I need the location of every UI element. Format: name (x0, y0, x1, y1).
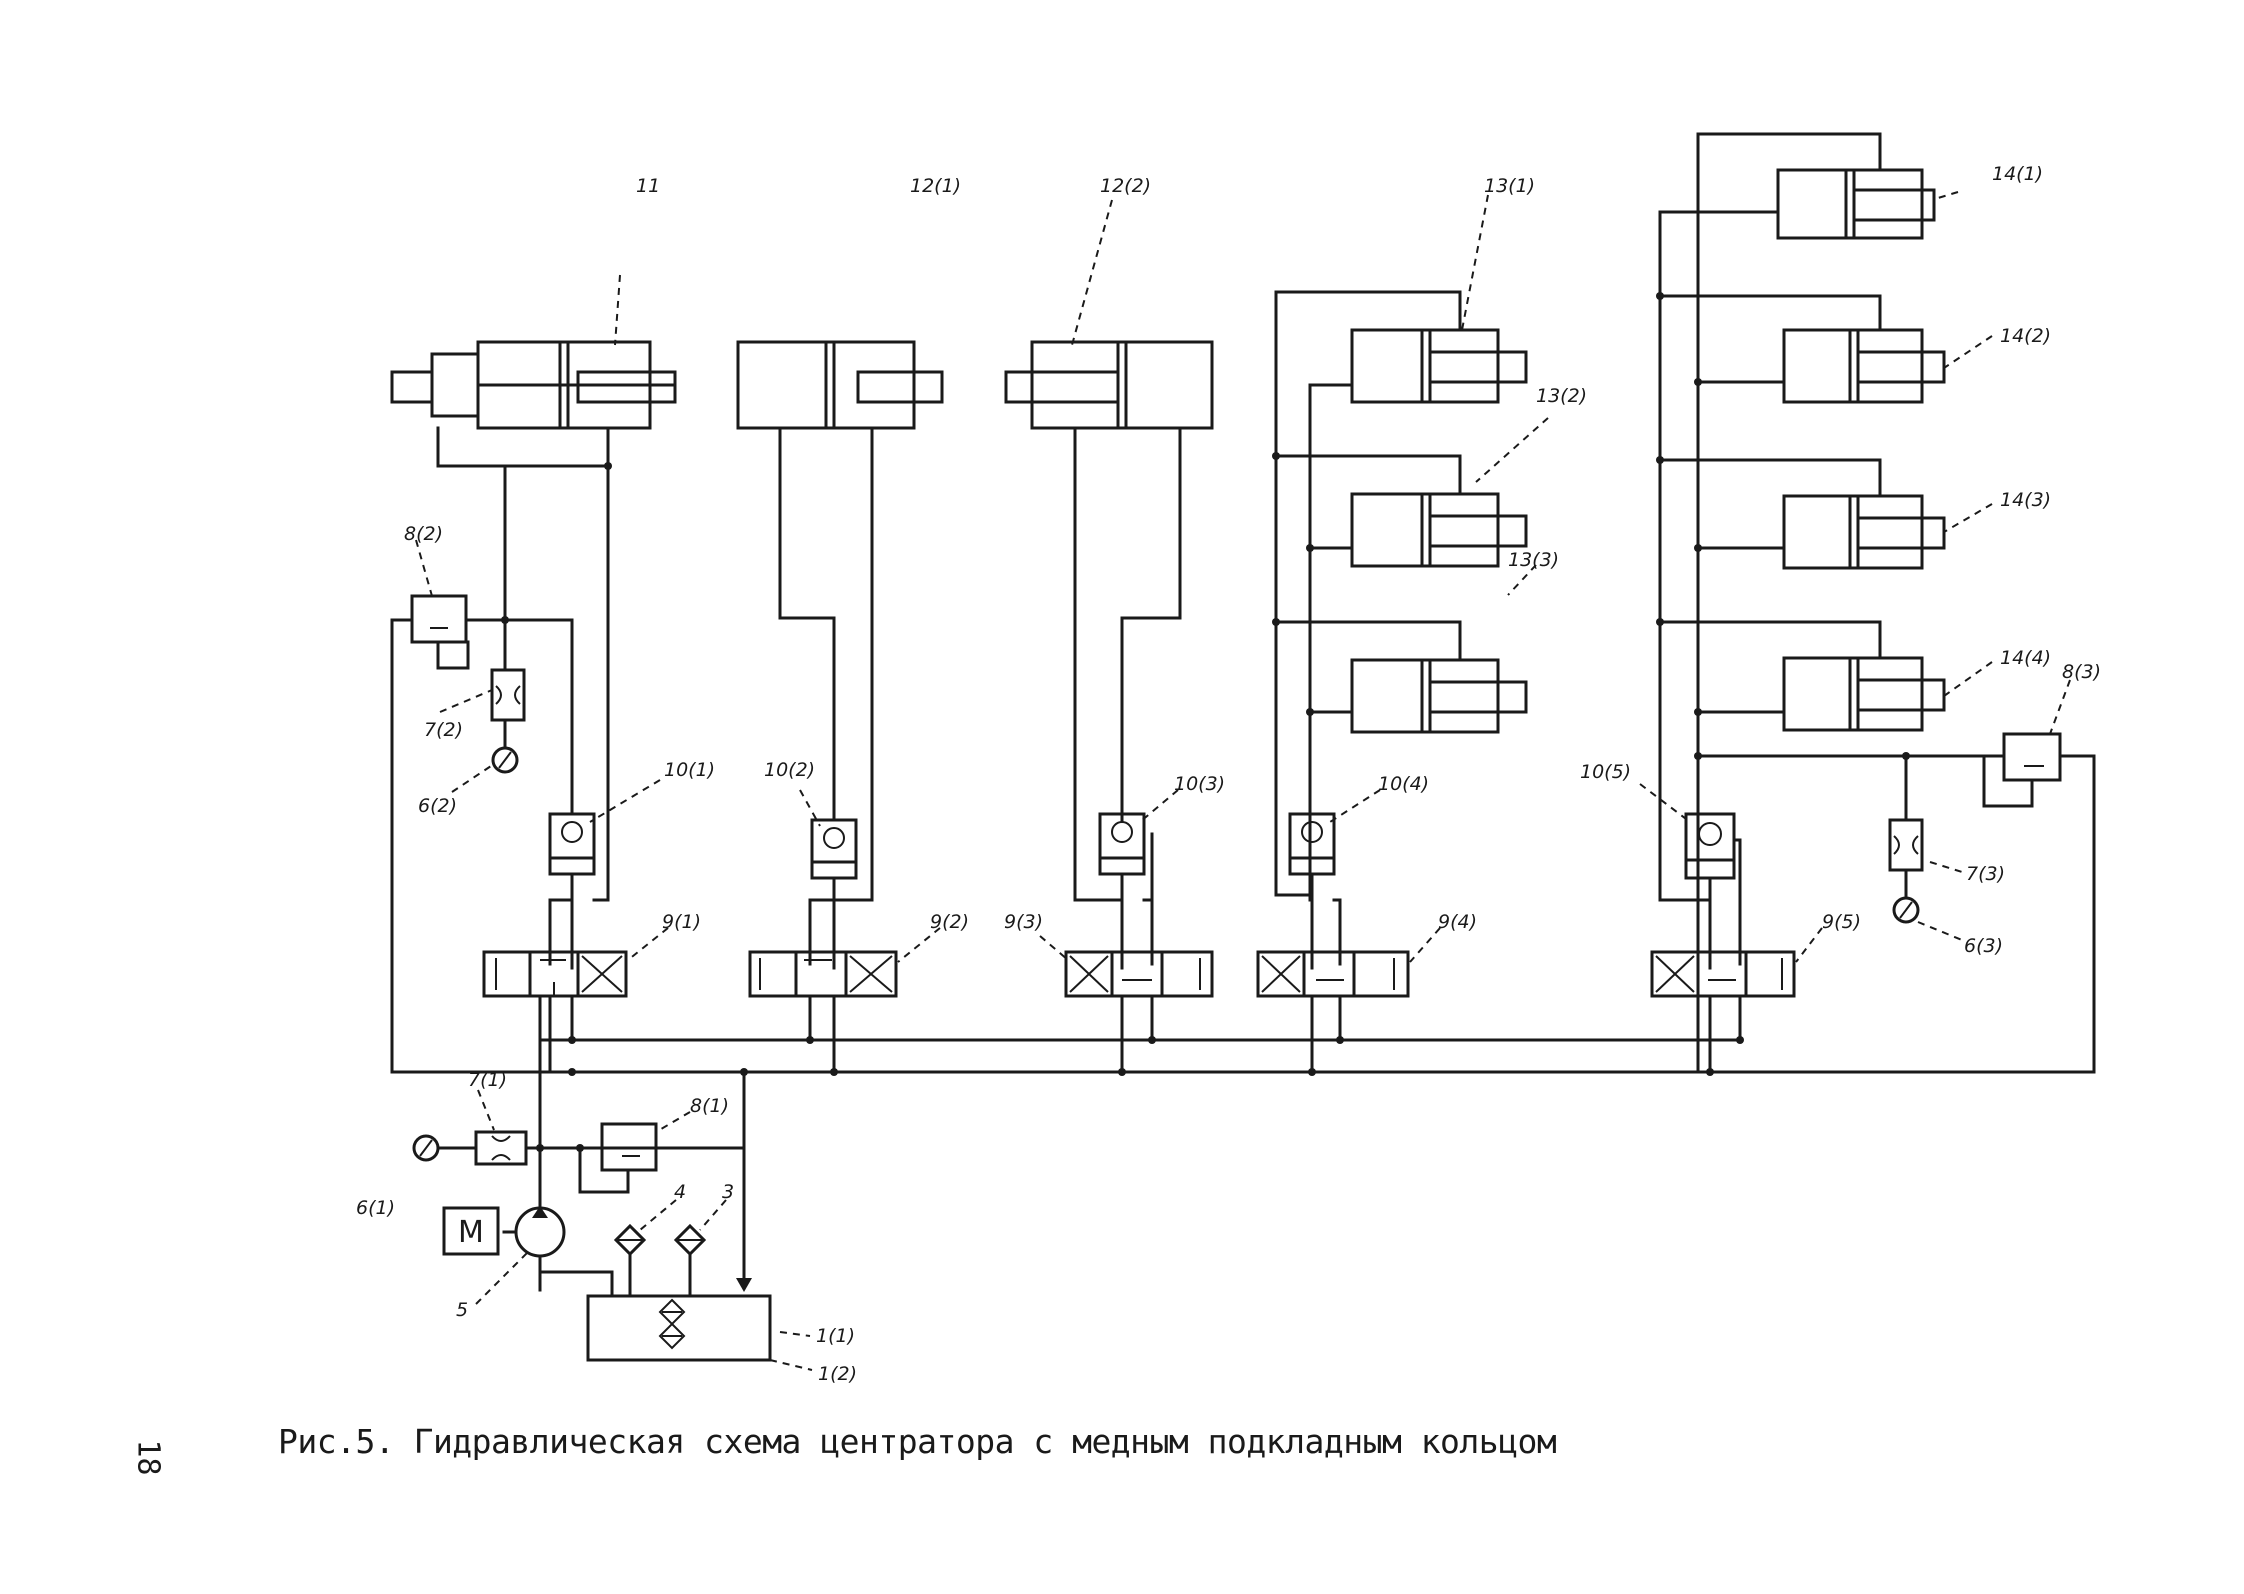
main-lines (390, 618, 2096, 1292)
tank-1 (586, 1294, 813, 1371)
figure-caption: Рис.5. Гидравлическая схема центратора с… (278, 1422, 1557, 1461)
filter-3 (673, 1199, 727, 1298)
label-dist-9-3: 9(3) (1004, 911, 1043, 933)
label-dist-9-2: 9(2) (930, 911, 969, 933)
label-gauge-6-1: 6(1) (356, 1197, 395, 1219)
label-dist-9-1: 9(1) (662, 911, 701, 933)
directional-valve-9-2 (748, 927, 941, 1074)
cylinder-group-14 (1656, 132, 1993, 1074)
label-cylinder-12-1: 12(1) (910, 175, 961, 197)
relief-valve-8-3 (1694, 679, 2071, 808)
cylinder-13-3 (1272, 618, 1528, 734)
label-pump-5: 5 (456, 1299, 468, 1321)
label-dist-9-4: 9(4) (1438, 911, 1477, 933)
label-relief-valve-8-3: 8(3) (2062, 661, 2101, 683)
label-throttle-7-3: 7(3) (1966, 863, 2005, 885)
cylinder-13-2 (1272, 452, 1528, 568)
label-lock-10-3: 10(3) (1174, 773, 1225, 795)
relief-valve-8-1 (578, 1111, 746, 1194)
gauge-6-1 (412, 1134, 478, 1162)
cylinder-12-1 (736, 340, 944, 902)
throttle-7-1 (474, 1089, 542, 1166)
hydraulic-lock-10-5 (1639, 783, 1742, 970)
throttle-7-2 (439, 618, 526, 750)
label-lock-10-5: 10(5) (1580, 761, 1631, 783)
label-filter-4: 4 (674, 1181, 686, 1203)
hydraulic-lock-10-1 (503, 618, 661, 970)
cylinder-13-1 (1308, 328, 1528, 404)
relief-valve-8-2 (410, 539, 574, 670)
cylinder-12-2 (1004, 199, 1214, 902)
label-cylinder-11: 11 (636, 175, 660, 197)
label-cylinder-14-4: 14(4) (2000, 647, 2051, 669)
hydraulic-lock-10-4 (1274, 789, 1381, 970)
gauge-6-2 (451, 746, 519, 793)
filter-4 (613, 1199, 677, 1298)
hydraulic-lock-10-3 (1073, 789, 1179, 970)
label-cylinder-14-2: 14(2) (2000, 325, 2051, 347)
label-lock-10-1: 10(1) (664, 759, 715, 781)
motor-symbol: M (458, 1215, 484, 1250)
label-cylinder-13-3: 13(3) (1508, 549, 1559, 571)
label-tank-1-1: 1(1) (816, 1325, 855, 1347)
label-gauge-6-3: 6(3) (1964, 935, 2003, 957)
cylinder-11 (390, 274, 677, 902)
label-cylinder-13-2: 13(2) (1536, 385, 1587, 407)
directional-valve-9-4 (1256, 927, 1441, 1074)
label-throttle-7-1: 7(1) (468, 1069, 507, 1091)
label-relief-valve-8-2: 8(2) (404, 523, 443, 545)
label-lock-10-4: 10(4) (1378, 773, 1429, 795)
component-labels: 11 12(1) 12(2) 13(1) 13(2) 13(3) 14(1) 1… (356, 163, 2101, 1385)
label-dist-9-5: 9(5) (1822, 911, 1861, 933)
cylinder-group-13 (1272, 194, 1549, 902)
label-cylinder-14-1: 14(1) (1992, 163, 2043, 185)
label-cylinder-13-1: 13(1) (1484, 175, 1535, 197)
label-tank-1-2: 1(2) (818, 1363, 857, 1385)
directional-valve-9-3 (1039, 935, 1214, 1074)
label-relief-valve-8-1: 8(1) (690, 1095, 729, 1117)
label-lock-10-2: 10(2) (764, 759, 815, 781)
page-number: 18 (130, 1439, 166, 1476)
label-filter-3: 3 (722, 1181, 734, 1203)
label-gauge-6-2: 6(2) (418, 795, 457, 817)
label-throttle-7-2: 7(2) (424, 719, 463, 741)
cylinder-14-1 (1776, 168, 1936, 240)
directional-valve-9-5 (1650, 927, 1823, 1074)
label-cylinder-14-3: 14(3) (2000, 489, 2051, 511)
cylinder-14-2 (1656, 292, 1946, 404)
hydraulic-lock-10-2 (799, 789, 874, 970)
hydraulic-locks (503, 618, 1742, 970)
directional-valves (482, 927, 1823, 1074)
cylinder-14-3 (1656, 456, 1946, 570)
pump-5 (475, 1146, 614, 1305)
gauge-6-3 (1892, 896, 1963, 941)
throttle-7-3 (1888, 754, 1963, 900)
directional-valve-9-1 (482, 927, 669, 1074)
pump-station: M (412, 1089, 813, 1371)
label-cylinder-12-2: 12(2) (1100, 175, 1151, 197)
motor-m: M (442, 1206, 500, 1256)
